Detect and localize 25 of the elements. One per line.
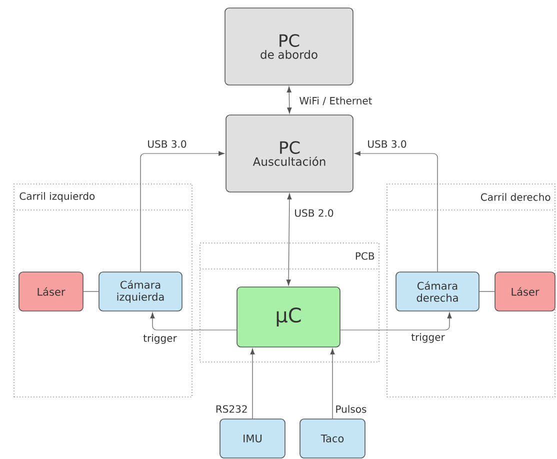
- laser-box: Láser: [18, 272, 84, 312]
- computer-box: PC Auscultación: [226, 114, 354, 192]
- arrow: [150, 312, 237, 330]
- microcontroller-box: μC: [236, 286, 340, 348]
- edge-label: USB 3.0: [368, 140, 406, 148]
- arrow: [286, 86, 292, 114]
- arrow: [250, 348, 255, 419]
- edge-label: WiFi / Ethernet: [300, 96, 372, 106]
- computer-box: PC de abordo: [224, 8, 354, 86]
- device-box: IMU: [220, 418, 286, 458]
- edge-label: USB 2.0: [295, 209, 334, 217]
- arrow: [340, 312, 452, 330]
- laser-box: Láser: [494, 272, 556, 312]
- device-box: Cámara derecha: [396, 272, 480, 312]
- device-box: Taco: [300, 418, 366, 458]
- edge-label: RS232: [216, 405, 247, 413]
- arrow: [330, 348, 335, 419]
- arrow: [286, 193, 292, 286]
- edge-label: USB 3.0: [148, 140, 186, 148]
- device-box: Cámara izquierda: [98, 272, 182, 312]
- edge-label: trigger: [411, 333, 445, 343]
- arrow: [354, 151, 438, 272]
- arrow: [140, 151, 225, 272]
- edge-label: Pulsos: [336, 405, 366, 413]
- edge-label: trigger: [143, 334, 177, 344]
